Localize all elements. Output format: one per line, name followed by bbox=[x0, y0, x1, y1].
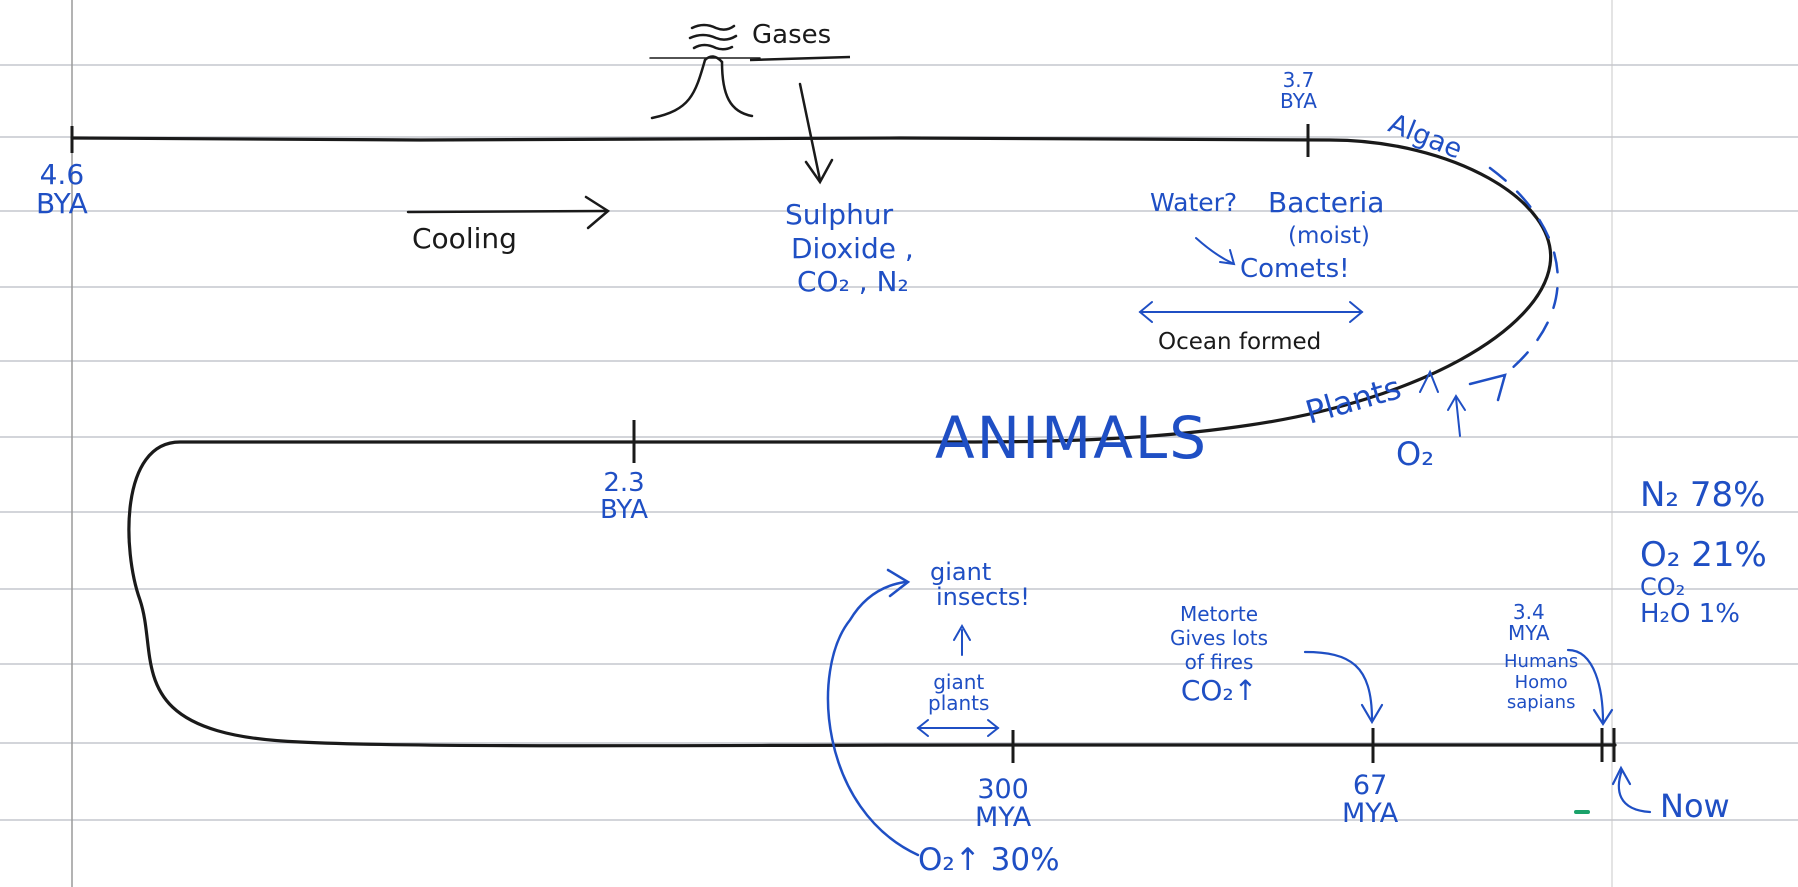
label-3-4-mya: 3.4 MYA bbox=[1508, 602, 1550, 644]
meteor-line3: of fires bbox=[1184, 650, 1254, 674]
label-2-3-unit: BYA bbox=[600, 495, 649, 526]
label-o2-up: O₂ bbox=[1396, 435, 1435, 473]
giant-plants-line2: plants bbox=[928, 691, 990, 715]
label-giant-plants: giant plants bbox=[928, 672, 989, 714]
now-arrow bbox=[1611, 765, 1652, 814]
label-2-3-value: 2.3 bbox=[603, 468, 645, 498]
oxygen-loop-arrowhead bbox=[886, 568, 911, 598]
meteor-line1: Metorte bbox=[1180, 602, 1259, 626]
rule-lines bbox=[0, 64, 1798, 821]
label-oxygen-level: O₂↑ 30% bbox=[918, 842, 1060, 878]
label-now: Now bbox=[1660, 787, 1730, 825]
label-4-6-value: 4.6 bbox=[39, 158, 85, 191]
gas-sulphur: Sulphur bbox=[785, 198, 894, 231]
label-300-mya: 300 MYA bbox=[975, 774, 1032, 834]
cooling-arrow bbox=[406, 195, 611, 230]
humans-line3: sapians bbox=[1506, 692, 1576, 714]
humans-line1: Humans bbox=[1504, 651, 1579, 672]
label-animals: ANIMALS bbox=[935, 404, 1209, 472]
giant-plants-line1: giant bbox=[933, 670, 985, 694]
label-67-mya: 67 MYA bbox=[1342, 770, 1399, 830]
algae-dashed-arc bbox=[1488, 166, 1560, 372]
giant-insects-line2: insects! bbox=[936, 583, 1030, 612]
label-67-unit: MYA bbox=[1342, 798, 1399, 830]
giant-insects-line1: giant bbox=[930, 558, 992, 586]
atmosphere-n2: N₂ 78% bbox=[1640, 475, 1766, 515]
gas-co2-n2: CO₂ , N₂ bbox=[797, 265, 909, 299]
timeline-path bbox=[70, 136, 1617, 748]
meteor-arrow bbox=[1303, 650, 1384, 725]
label-3-4-value: 3.4 bbox=[1512, 600, 1545, 624]
humans-arrow bbox=[1566, 648, 1614, 727]
label-67-value: 67 bbox=[1352, 770, 1388, 801]
label-4-6-bya: 4.6 BYA bbox=[36, 160, 88, 219]
label-3-7-unit: BYA bbox=[1280, 89, 1317, 113]
label-meteor: Metorte Gives lots of fires CO₂↑ bbox=[1170, 602, 1268, 708]
plants-double-arrow bbox=[916, 719, 1000, 737]
atmosphere-co2: CO₂ bbox=[1640, 573, 1686, 602]
humans-line2: Homo bbox=[1514, 671, 1568, 693]
label-gases: Gases bbox=[752, 20, 832, 50]
gas-dioxide: Dioxide , bbox=[791, 231, 914, 265]
ocean-double-arrow bbox=[1138, 301, 1364, 323]
insects-arrow bbox=[953, 623, 971, 656]
label-4-6-unit: BYA bbox=[36, 187, 88, 221]
meteor-line2: Gives lots bbox=[1170, 626, 1269, 650]
label-cooling: Cooling bbox=[412, 222, 517, 255]
label-comets: Comets! bbox=[1240, 254, 1350, 284]
label-moist: (moist) bbox=[1288, 223, 1370, 249]
plants-arrow bbox=[1419, 369, 1439, 393]
label-3-7-value: 3.7 bbox=[1282, 68, 1315, 92]
label-atmosphere: N₂ 78% O₂ 21% CO₂ H₂O 1% bbox=[1640, 475, 1767, 629]
atmosphere-o2: O₂ 21% bbox=[1640, 534, 1767, 575]
comet-arrow bbox=[1195, 237, 1236, 266]
label-bacteria: Bacteria bbox=[1268, 186, 1385, 219]
label-2-3-bya: 2.3 BYA bbox=[600, 468, 649, 526]
gases-arrow bbox=[798, 82, 834, 185]
o2-arrow bbox=[1447, 394, 1466, 437]
label-300-value: 300 bbox=[977, 774, 1029, 805]
volcano-icon bbox=[649, 23, 761, 120]
label-gas-list: Sulphur Dioxide , CO₂ , N₂ bbox=[785, 198, 914, 299]
algae-arrowhead bbox=[1468, 373, 1507, 402]
label-giant-insects: giant insects! bbox=[930, 558, 1030, 612]
meteor-line4: CO₂↑ bbox=[1180, 674, 1258, 707]
label-ocean: Ocean formed bbox=[1158, 329, 1322, 355]
label-humans: Humans Homo sapians bbox=[1504, 651, 1579, 714]
atmosphere-h2o: H₂O 1% bbox=[1640, 598, 1740, 629]
label-3-4-unit: MYA bbox=[1508, 621, 1550, 645]
label-3-7-bya: 3.7 BYA bbox=[1280, 70, 1317, 112]
label-water: Water? bbox=[1150, 188, 1238, 217]
oxygen-loop-arrow bbox=[826, 580, 920, 857]
label-300-unit: MYA bbox=[975, 802, 1032, 834]
gases-underline bbox=[749, 55, 851, 62]
